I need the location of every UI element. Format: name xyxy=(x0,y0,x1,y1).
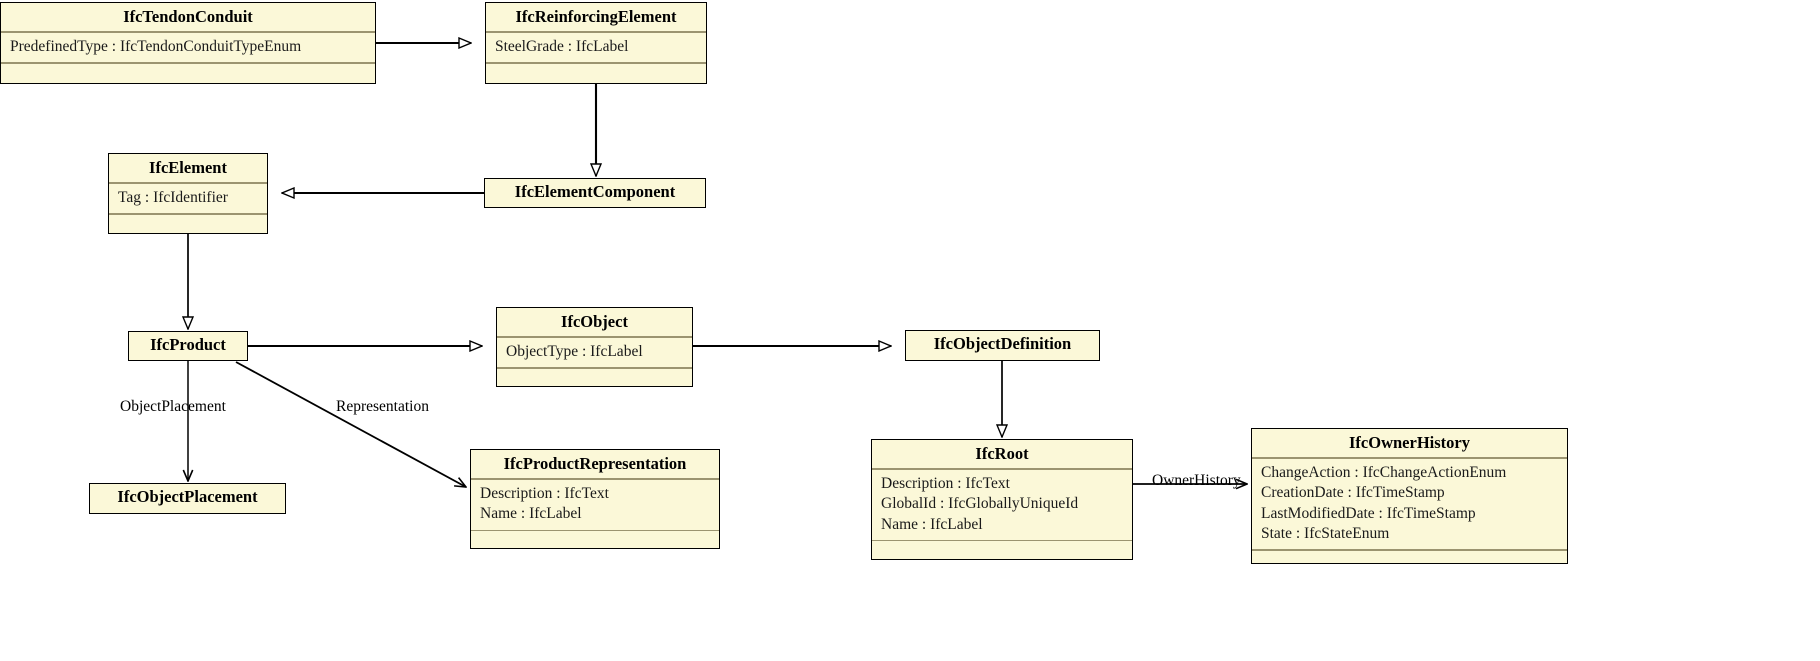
attribute-row: CreationDate : IfcTimeStamp xyxy=(1261,484,1445,502)
class-title-ifcelementcomponent: IfcElementComponent xyxy=(514,182,676,201)
class-operations-ifcproductrepresentation xyxy=(471,531,719,548)
compartment-separator xyxy=(1,31,375,33)
attribute-row: LastModifiedDate : IfcTimeStamp xyxy=(1261,504,1476,522)
attribute-row: Tag : IfcIdentifier xyxy=(118,188,228,206)
attribute-row: Name : IfcLabel xyxy=(881,515,983,533)
uml-class-ifcproduct[interactable]: IfcProduct xyxy=(128,331,248,361)
class-attributes-ifcreinforcingelement: SteelGrade : IfcLabel xyxy=(486,33,706,62)
attribute-row: SteelGrade : IfcLabel xyxy=(495,37,629,55)
compartment-separator xyxy=(1,62,375,64)
compartment-separator xyxy=(109,182,267,184)
compartment-separator xyxy=(1252,549,1567,551)
edge-label-objectplacement: ObjectPlacement xyxy=(120,398,226,415)
uml-class-ifcobjectdefinition[interactable]: IfcObjectDefinition xyxy=(905,330,1100,361)
attribute-row: Description : IfcText xyxy=(881,474,1010,492)
uml-class-ifcproductrepresentation[interactable]: IfcProductRepresentation Description : I… xyxy=(470,449,720,549)
attribute-row: Description : IfcText xyxy=(480,484,609,502)
class-title-ifcobjectplacement: IfcObjectPlacement xyxy=(117,487,258,506)
class-title-ifcobjectdefinition: IfcObjectDefinition xyxy=(933,334,1072,353)
class-title-ifcproductrepresentation: IfcProductRepresentation xyxy=(503,454,687,473)
class-operations-ifcroot xyxy=(872,541,1132,559)
attribute-row: PredefinedType : IfcTendonConduitTypeEnu… xyxy=(10,37,302,55)
compartment-separator xyxy=(109,213,267,215)
uml-class-ifcownerhistory[interactable]: IfcOwnerHistory ChangeAction : IfcChange… xyxy=(1251,428,1568,564)
compartment-separator xyxy=(497,367,692,369)
compartment-separator xyxy=(497,336,692,338)
class-title-ifcobject: IfcObject xyxy=(561,312,628,331)
compartment-separator xyxy=(471,478,719,480)
uml-class-ifcreinforcingelement[interactable]: IfcReinforcingElement SteelGrade : IfcLa… xyxy=(485,2,707,84)
uml-class-ifcroot[interactable]: IfcRoot Description : IfcText GlobalId :… xyxy=(871,439,1133,560)
class-title-ifcroot: IfcRoot xyxy=(975,444,1029,463)
attribute-row: ChangeAction : IfcChangeActionEnum xyxy=(1261,463,1507,481)
compartment-separator xyxy=(1252,457,1567,459)
class-title-ifcproduct: IfcProduct xyxy=(150,335,226,354)
class-attributes-ifcownerhistory: ChangeAction : IfcChangeActionEnum Creat… xyxy=(1252,459,1567,549)
uml-class-ifcelementcomponent[interactable]: IfcElementComponent xyxy=(484,178,706,208)
compartment-separator xyxy=(471,529,719,532)
uml-class-ifcobject[interactable]: IfcObject ObjectType : IfcLabel xyxy=(496,307,693,387)
edge-product-to-productrepresentation xyxy=(235,361,466,487)
edge-label-representation: Representation xyxy=(336,398,429,415)
class-operations-ifcobject xyxy=(497,369,692,386)
edge-label-ownerhistory: OwnerHistory xyxy=(1152,472,1241,489)
uml-class-ifcobjectplacement[interactable]: IfcObjectPlacement xyxy=(89,483,286,514)
class-attributes-ifctendonconduit: PredefinedType : IfcTendonConduitTypeEnu… xyxy=(1,33,375,62)
class-title-ifcelement: IfcElement xyxy=(149,158,227,177)
class-title-ifcreinforcingelement: IfcReinforcingElement xyxy=(515,7,677,26)
compartment-separator xyxy=(486,31,706,33)
class-title-ifctendonconduit: IfcTendonConduit xyxy=(123,7,253,26)
uml-class-ifcelement[interactable]: IfcElement Tag : IfcIdentifier xyxy=(108,153,268,234)
attribute-row: GlobalId : IfcGloballyUniqueId xyxy=(881,495,1079,513)
class-title-ifcownerhistory: IfcOwnerHistory xyxy=(1349,433,1470,452)
class-operations-ifcelement xyxy=(109,215,267,233)
class-operations-ifcownerhistory xyxy=(1252,551,1567,566)
compartment-separator xyxy=(872,468,1132,470)
class-operations-ifcreinforcingelement xyxy=(486,64,706,83)
compartment-separator xyxy=(486,62,706,64)
class-attributes-ifcelement: Tag : IfcIdentifier xyxy=(109,184,267,213)
attribute-row: Name : IfcLabel xyxy=(480,505,582,523)
class-attributes-ifcobject: ObjectType : IfcLabel xyxy=(497,338,692,367)
attribute-row: State : IfcStateEnum xyxy=(1261,524,1390,542)
class-attributes-ifcproductrepresentation: Description : IfcText Name : IfcLabel xyxy=(471,480,719,530)
compartment-separator xyxy=(872,539,1132,542)
attribute-row: ObjectType : IfcLabel xyxy=(506,342,643,360)
uml-class-ifctendonconduit[interactable]: IfcTendonConduit PredefinedType : IfcTen… xyxy=(0,2,376,84)
class-attributes-ifcroot: Description : IfcText GlobalId : IfcGlob… xyxy=(872,470,1132,540)
class-operations-ifctendonconduit xyxy=(1,64,375,83)
